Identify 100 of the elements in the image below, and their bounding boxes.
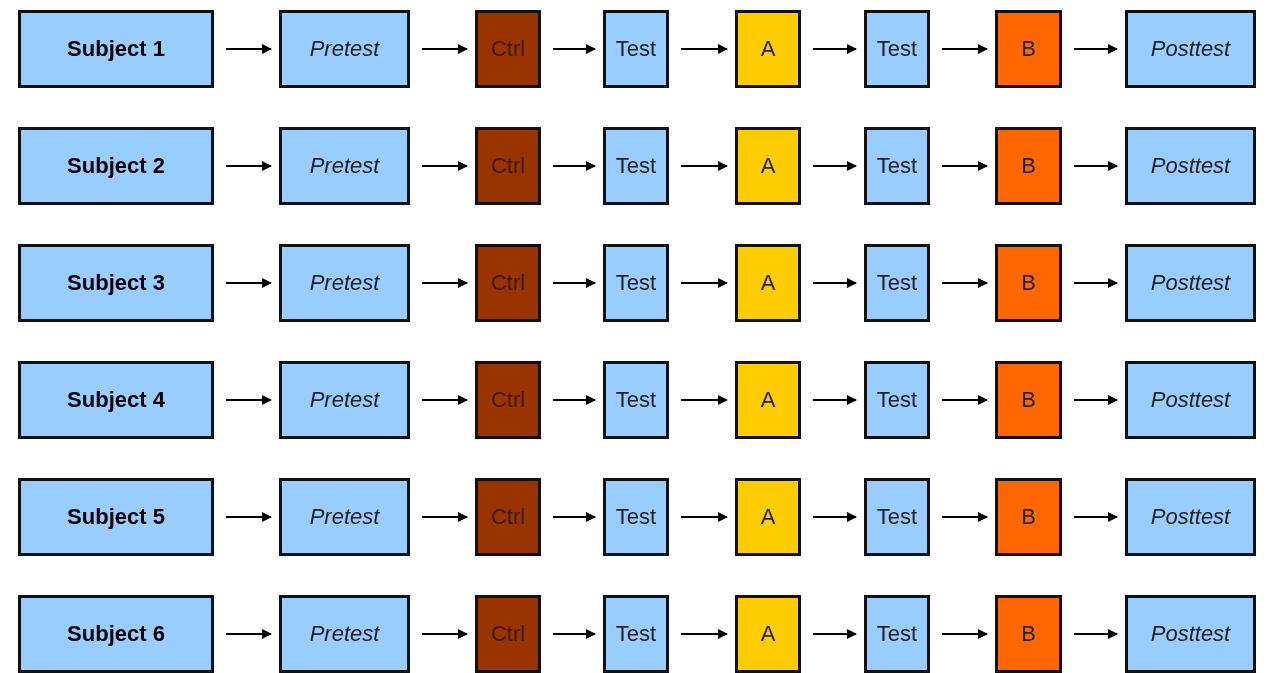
node-label: Test (876, 269, 918, 297)
node-label: Ctrl (490, 35, 526, 63)
node-label: Subject 1 (67, 35, 165, 63)
posttest-box (1125, 244, 1256, 322)
arrow (941, 395, 988, 405)
control-box (475, 595, 541, 673)
node-label: Test (615, 503, 657, 531)
arrow (421, 512, 468, 522)
arrow (680, 161, 728, 171)
node-label: A (760, 503, 776, 531)
treatment-box (995, 244, 1062, 322)
node-label: Test (615, 35, 657, 63)
arrow (225, 44, 272, 54)
arrow (680, 44, 728, 54)
arrow (941, 161, 988, 171)
test-box (864, 595, 930, 673)
pretest-box (279, 478, 410, 556)
treatment-box (735, 10, 801, 88)
node-label: Subject 3 (67, 269, 165, 297)
arrow (941, 44, 988, 54)
node-label: B (1021, 386, 1036, 414)
posttest-box (1125, 361, 1256, 439)
node-label: B (1021, 269, 1036, 297)
node-label: Ctrl (490, 269, 526, 297)
arrow (421, 395, 468, 405)
node-label: Ctrl (490, 503, 526, 531)
node-label: A (760, 269, 776, 297)
arrow (552, 395, 596, 405)
subject-box (18, 478, 214, 556)
arrow (225, 512, 272, 522)
node-label: Test (876, 35, 918, 63)
arrow (552, 161, 596, 171)
node-label: A (760, 620, 776, 648)
posttest-box (1125, 595, 1256, 673)
pretest-box (279, 244, 410, 322)
treatment-box (995, 361, 1062, 439)
node-label: Ctrl (490, 386, 526, 414)
node-label: A (760, 386, 776, 414)
node-label: Posttest (1150, 269, 1231, 297)
arrow (812, 161, 857, 171)
node-label: Subject 6 (67, 620, 165, 648)
test-box (864, 10, 930, 88)
node-label: Subject 5 (67, 503, 165, 531)
arrow (1073, 629, 1118, 639)
test-box (603, 478, 669, 556)
treatment-box (735, 127, 801, 205)
arrow (421, 161, 468, 171)
arrow (680, 395, 728, 405)
arrow (552, 278, 596, 288)
test-box (603, 244, 669, 322)
node-label: B (1021, 152, 1036, 180)
arrow (1073, 278, 1118, 288)
treatment-box (995, 127, 1062, 205)
arrow (812, 44, 857, 54)
node-label: Posttest (1150, 386, 1231, 414)
arrow (680, 512, 728, 522)
node-label: Ctrl (490, 620, 526, 648)
node-label: Pretest (309, 35, 380, 63)
arrow (225, 395, 272, 405)
treatment-box (995, 10, 1062, 88)
subject-box (18, 361, 214, 439)
node-label: B (1021, 35, 1036, 63)
node-label: B (1021, 620, 1036, 648)
arrow (680, 629, 728, 639)
control-box (475, 361, 541, 439)
arrow (421, 278, 468, 288)
arrow (1073, 44, 1118, 54)
posttest-box (1125, 127, 1256, 205)
test-box (864, 361, 930, 439)
node-label: Posttest (1150, 35, 1231, 63)
arrow (225, 629, 272, 639)
node-label: A (760, 152, 776, 180)
treatment-box (995, 595, 1062, 673)
arrow (812, 278, 857, 288)
node-label: Pretest (309, 269, 380, 297)
node-label: Test (615, 152, 657, 180)
treatment-box (735, 244, 801, 322)
node-label: Test (615, 269, 657, 297)
posttest-box (1125, 10, 1256, 88)
control-box (475, 478, 541, 556)
test-box (864, 127, 930, 205)
test-box (864, 244, 930, 322)
node-label: Posttest (1150, 503, 1231, 531)
arrow (812, 395, 857, 405)
arrow (225, 161, 272, 171)
arrow (812, 629, 857, 639)
arrow (1073, 161, 1118, 171)
node-label: Pretest (309, 620, 380, 648)
node-label: Pretest (309, 152, 380, 180)
node-label: Ctrl (490, 152, 526, 180)
subject-box (18, 10, 214, 88)
test-box (603, 10, 669, 88)
arrow (680, 278, 728, 288)
test-box (603, 361, 669, 439)
node-label: Pretest (309, 386, 380, 414)
control-box (475, 244, 541, 322)
treatment-box (735, 478, 801, 556)
node-label: Test (615, 620, 657, 648)
node-label: Test (876, 620, 918, 648)
arrow (941, 278, 988, 288)
